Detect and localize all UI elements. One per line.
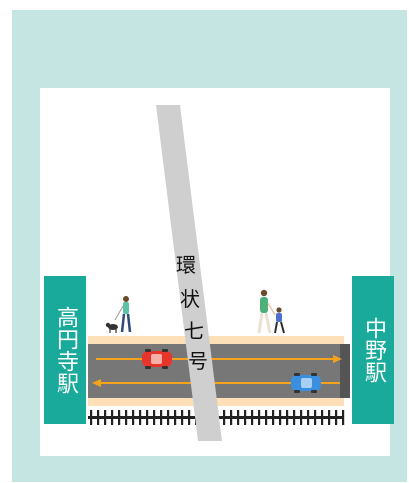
rail-tie	[321, 410, 324, 425]
rail-tie	[279, 410, 282, 425]
rail-tie	[125, 410, 128, 425]
rail-tie	[181, 410, 184, 425]
road-end-right	[340, 344, 350, 398]
rail-tie	[132, 410, 135, 425]
rail-tie	[300, 410, 303, 425]
nakano-station-label: 中野駅	[352, 276, 394, 424]
koenji-station-text: 高円寺駅	[53, 306, 78, 394]
road-name-char: 環	[176, 253, 196, 277]
red-car-icon	[142, 349, 172, 369]
rail-tie	[251, 410, 254, 425]
rail-tie	[328, 410, 331, 425]
rail-tie	[118, 410, 121, 425]
rail-tie	[97, 410, 100, 425]
blue-car-icon	[291, 373, 321, 393]
rail-tie	[111, 410, 114, 425]
rail-tie	[139, 410, 142, 425]
rail-tie	[237, 410, 240, 425]
rail-tie	[167, 410, 170, 425]
rail-tie	[314, 410, 317, 425]
rail-tie	[335, 410, 338, 425]
upper-sidewalk	[88, 336, 344, 344]
rail-tie	[230, 410, 233, 425]
rail-tie	[174, 410, 177, 425]
rail-tie	[272, 410, 275, 425]
parent-with-child-icon	[257, 289, 285, 334]
rail-tie	[188, 410, 191, 425]
rail-tie	[286, 410, 289, 425]
rail-tie	[265, 410, 268, 425]
rail-tie	[293, 410, 296, 425]
rail-tie	[146, 410, 149, 425]
rail-tie	[223, 410, 226, 425]
koenji-station-label: 高円寺駅	[44, 276, 86, 424]
rail-tie	[153, 410, 156, 425]
nakano-station-text: 中野駅	[361, 317, 386, 383]
kanjo-7-road	[156, 105, 222, 441]
rail-tie	[258, 410, 261, 425]
road-name-char: 号	[188, 349, 208, 373]
road-name-char: 状	[180, 287, 200, 311]
road-name-char: 七	[184, 319, 204, 343]
rail-tie	[90, 410, 93, 425]
rail-tie	[342, 410, 345, 425]
rail-tie	[307, 410, 310, 425]
rail-tie	[244, 410, 247, 425]
person-with-dog-icon	[105, 296, 132, 333]
rail-tie	[160, 410, 163, 425]
rail-tie	[104, 410, 107, 425]
eastbound-lane-arrow	[96, 355, 342, 363]
